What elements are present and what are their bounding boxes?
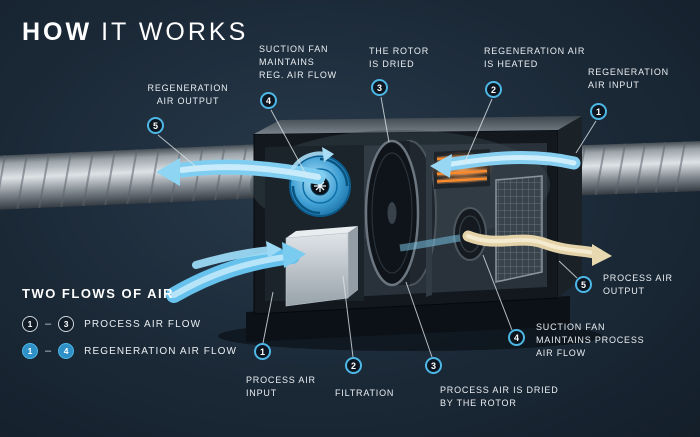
machine-base <box>246 296 570 342</box>
legend-badge-process-to: 3 <box>58 316 75 332</box>
callout-badge-regen-2: 2 <box>485 81 502 98</box>
callout-badge-process-5: 5 <box>575 276 592 293</box>
legend-badge-regen-from: 1 <box>22 343 38 359</box>
callout-label-air-heated: REGENERATION AIR IS HEATED <box>484 46 586 70</box>
callout-badge-regen-1: 1 <box>590 103 607 120</box>
callout-label-filtration: FILTRATION <box>335 388 395 398</box>
left-duct <box>0 143 278 211</box>
leader-lines <box>157 96 597 358</box>
legend-dash: – <box>45 318 52 330</box>
callout-label-process-air-output: PROCESS AIR OUTPUT <box>603 273 673 297</box>
legend-title: TWO FLOWS OF AIR <box>22 286 175 301</box>
callout-badge-process-1: 1 <box>254 343 271 360</box>
callout-badge-process-3: 3 <box>425 357 442 374</box>
callout-label-process-air-dried: PROCESS AIR IS DRIED BY THE ROTOR <box>440 385 559 409</box>
callout-label-regeneration-air-output: REGENERATION AIR OUTPUT <box>147 83 229 107</box>
process-air-in-arrow <box>166 234 461 303</box>
mesh-filter-panel <box>495 175 543 283</box>
regeneration-air-out-arrow <box>156 147 334 186</box>
machine-top-face <box>254 116 582 134</box>
regeneration-air-in-arrow <box>430 150 581 178</box>
legend-row-regeneration: 1 – 4 REGENERATION AIR FLOW <box>22 343 237 359</box>
callout-label-suction-fan-process: SUCTION FAN MAINTAINS PROCESS AIR FLOW <box>536 322 645 359</box>
callout-badge-process-4: 4 <box>508 329 525 346</box>
callout-label-process-air-input: PROCESS AIR INPUT <box>246 375 316 399</box>
callout-badge-regen-3: 3 <box>371 79 388 96</box>
process-air-out-arrow <box>462 230 612 266</box>
legend-badge-process-from: 1 <box>22 316 38 332</box>
callout-badge-process-2: 2 <box>345 357 362 374</box>
callout-label-rotor-dried: THE ROTOR IS DRIED <box>369 46 430 70</box>
desiccant-rotor <box>364 139 437 287</box>
title-word-it-works: IT WORKS <box>101 18 249 46</box>
callout-badge-regen-5: 5 <box>147 117 164 134</box>
callout-badge-regen-4: 4 <box>260 92 277 109</box>
dehumidifier-unit <box>218 116 602 351</box>
title-word-how: HOW <box>22 18 93 46</box>
legend-row-process: 1 – 3 PROCESS AIR FLOW <box>22 316 201 332</box>
filter-box <box>285 226 358 307</box>
legend-label-process: PROCESS AIR FLOW <box>84 318 202 330</box>
legend-label-regeneration: REGENERATION AIR FLOW <box>84 345 238 357</box>
callout-label-regeneration-air-input: REGENERATION AIR INPUT <box>588 67 669 91</box>
page-title: HOW IT WORKS <box>22 18 248 47</box>
legend-dash: – <box>45 345 52 357</box>
regeneration-fan <box>289 155 351 217</box>
legend-badge-regen-to: 4 <box>58 343 75 359</box>
machine-side-face <box>558 116 582 298</box>
callout-label-suction-fan-reg: SUCTION FAN MAINTAINS REG. AIR FLOW <box>259 44 337 81</box>
